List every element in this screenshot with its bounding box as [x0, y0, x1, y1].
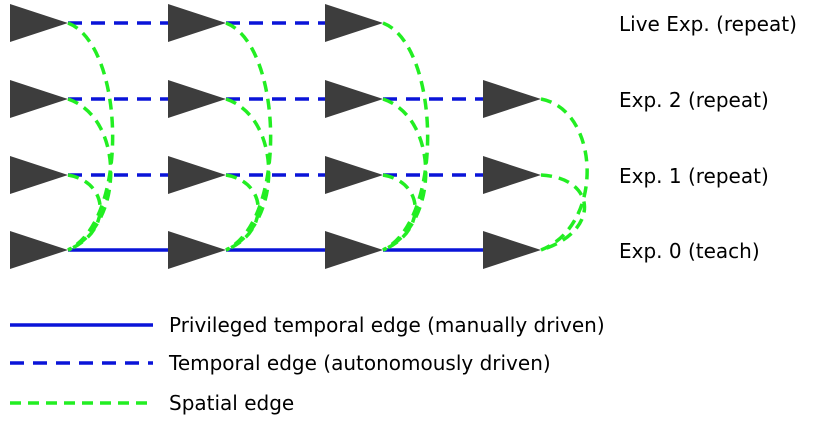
spatial-edge [67, 21, 115, 252]
spatial-edge [67, 97, 113, 252]
spatial-edge [382, 173, 417, 252]
vertex [483, 156, 541, 194]
vertex [325, 80, 383, 118]
vertex [483, 80, 541, 118]
spatial-edge [225, 21, 273, 252]
vertex [10, 231, 68, 269]
legend-spatial-label: Spatial edge [169, 391, 294, 415]
vertices [10, 4, 541, 269]
spatial-edge [382, 97, 428, 252]
spatial-edges [67, 21, 589, 252]
vertex [168, 80, 226, 118]
spatial-edge [225, 97, 271, 252]
exp-label-exp1: Exp. 1 (repeat) [619, 164, 769, 188]
temporal-edges [68, 21, 483, 252]
exp-label-exp2: Exp. 2 (repeat) [619, 88, 769, 112]
vertex [10, 80, 68, 118]
vertex [325, 156, 383, 194]
spatial-edge [382, 21, 430, 252]
vertex [168, 4, 226, 42]
vertex [10, 156, 68, 194]
spatial-edge [67, 173, 102, 252]
exp-label-live: Live Exp. (repeat) [619, 12, 797, 36]
spatial-edge [540, 97, 589, 252]
vertex [168, 156, 226, 194]
vertex [325, 4, 383, 42]
experience-labels: Live Exp. (repeat) Exp. 2 (repeat) Exp. … [619, 12, 797, 263]
legend: Privileged temporal edge (manually drive… [10, 313, 605, 415]
legend-temporal-label: Temporal edge (autonomously driven) [168, 351, 551, 375]
exp-label-exp0: Exp. 0 (teach) [619, 239, 760, 263]
legend-privileged-label: Privileged temporal edge (manually drive… [169, 313, 605, 337]
vertex [10, 4, 68, 42]
spatial-edge [540, 173, 587, 252]
vertex [168, 231, 226, 269]
vertex [325, 231, 383, 269]
spatial-edge [225, 173, 260, 252]
vertex [483, 231, 541, 269]
